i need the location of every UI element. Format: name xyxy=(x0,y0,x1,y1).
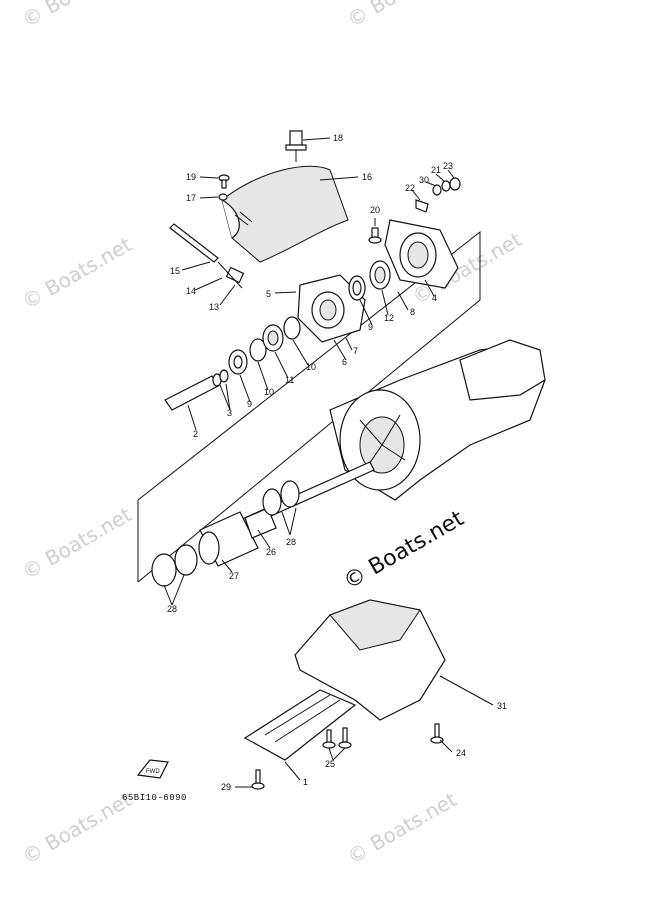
callout-2: 2 xyxy=(193,429,198,439)
small-parts-21-23-30 xyxy=(415,177,461,213)
flange-part-4 xyxy=(384,219,459,289)
callout-22: 22 xyxy=(405,183,415,193)
callout-28-left: 28 xyxy=(167,604,177,614)
diagram-code: 65BI10-6090 xyxy=(122,793,187,803)
callout-9-lower: 9 xyxy=(247,399,252,409)
callout-10-upper: 10 xyxy=(306,362,316,372)
callout-6: 6 xyxy=(342,357,347,367)
callout-17: 17 xyxy=(186,193,196,203)
callout-8: 8 xyxy=(410,307,415,317)
sensor-part-18 xyxy=(285,130,307,162)
bearing-part-12 xyxy=(369,260,391,290)
callout-3: 3 xyxy=(227,408,232,418)
callout-7: 7 xyxy=(353,346,358,356)
screws xyxy=(251,723,444,790)
callout-18: 18 xyxy=(333,133,343,143)
callout-26: 26 xyxy=(266,547,276,557)
callout-10-lower: 10 xyxy=(264,387,274,397)
callout-12: 12 xyxy=(384,313,394,323)
bolts-17-19 xyxy=(218,174,230,201)
pump-housing xyxy=(329,339,546,501)
callout-20: 20 xyxy=(370,205,380,215)
group-frame-outline xyxy=(137,230,481,583)
callout-16: 16 xyxy=(362,172,372,182)
callout-27: 27 xyxy=(229,571,239,581)
shaft-assembly xyxy=(164,316,301,411)
callout-29: 29 xyxy=(221,782,231,792)
rod-part-15 xyxy=(169,223,219,263)
callout-4: 4 xyxy=(432,293,437,303)
leader-lines xyxy=(163,137,494,788)
callout-1: 1 xyxy=(303,777,308,787)
callout-13: 13 xyxy=(209,302,219,312)
fitting-part-13-14 xyxy=(217,261,245,289)
callout-15: 15 xyxy=(170,266,180,276)
callout-31: 31 xyxy=(497,701,507,711)
intake-grate-31 xyxy=(243,599,446,761)
seal-part-9-upper xyxy=(348,275,366,301)
svg-text:FWD: FWD xyxy=(146,769,160,775)
housing-part-5 xyxy=(297,274,366,343)
callout-labels: 18 16 19 17 15 14 13 5 20 22 30 21 23 4 … xyxy=(167,133,507,792)
callout-24: 24 xyxy=(456,748,466,758)
callout-21: 21 xyxy=(431,165,441,175)
callout-30: 30 xyxy=(419,175,429,185)
callout-25: 25 xyxy=(325,759,335,769)
cover-part-16 xyxy=(221,165,349,263)
callout-14: 14 xyxy=(186,286,196,296)
bolt-part-20 xyxy=(368,227,382,244)
callout-9-upper: 9 xyxy=(368,322,373,332)
callout-19: 19 xyxy=(186,172,196,182)
fwd-arrow-icon: FWD xyxy=(136,759,169,779)
callout-28-right: 28 xyxy=(286,537,296,547)
callout-23: 23 xyxy=(443,161,453,171)
drive-shaft xyxy=(151,461,375,587)
callout-11: 11 xyxy=(285,375,294,385)
callout-5: 5 xyxy=(266,289,271,299)
